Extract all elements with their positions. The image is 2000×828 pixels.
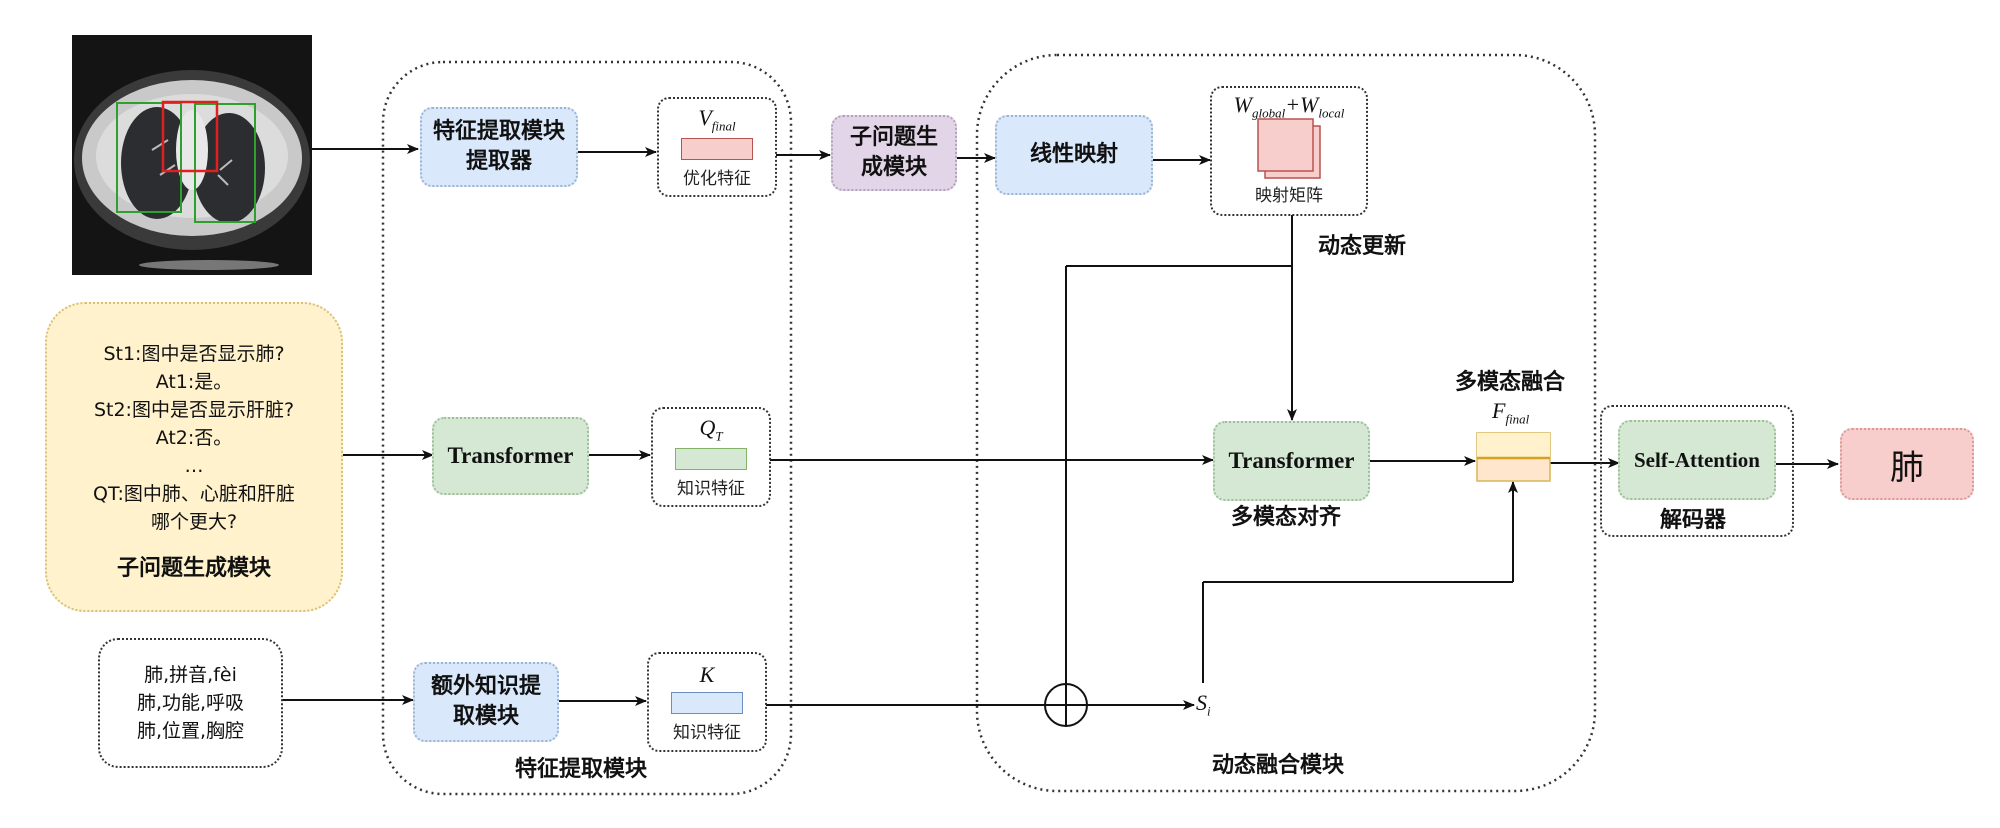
dynamic-fusion-container: [975, 53, 1597, 793]
extractor-label-1: 特征提取模块: [432, 119, 565, 144]
feature-extraction-container: [381, 60, 793, 796]
qa-line: St1:图中是否显示肺?: [103, 343, 285, 365]
transformer-fusion-node: Transformer: [1213, 421, 1370, 501]
multimodal-alignment-label: 多模态对齐: [1231, 505, 1342, 530]
self-attention-node: Self-Attention: [1618, 420, 1776, 500]
matrix-front-square: [1257, 118, 1314, 172]
decoder-container: [1600, 405, 1794, 537]
k-feature-box: K 知识特征: [647, 652, 767, 752]
linear-mapping-node: 线性映射: [995, 115, 1153, 195]
knowledge-line: 肺,位置,胸腔: [136, 720, 245, 742]
decoder-title: 解码器: [1660, 508, 1727, 533]
fusion-module-title: 动态融合模块: [1212, 753, 1345, 778]
mapping-matrix-box: Wglobal+Wlocal 映射矩阵: [1210, 86, 1368, 216]
qa-line: …: [184, 455, 204, 477]
subquestion-generation-node: 子问题生 成模块: [831, 115, 957, 191]
matrix-caption: 映射矩阵: [1255, 186, 1323, 206]
extractor-label-2: 提取器: [465, 149, 532, 174]
ffinal-symbol: Ffinal: [1492, 398, 1530, 427]
qa-line: At2:否。: [155, 427, 233, 449]
subquestion-generation-box: St1:图中是否显示肺? At1:是。 St2:图中是否显示肝脏? At2:否。…: [45, 302, 343, 612]
subquestion-box-title: 子问题生成模块: [116, 556, 271, 581]
feature-module-title: 特征提取模块: [515, 757, 648, 782]
dynamic-update-label: 动态更新: [1318, 234, 1407, 259]
knowledge-triples-box: 肺,拼音,fèi 肺,功能,呼吸 肺,位置,胸腔: [98, 638, 283, 768]
vfinal-feature-bar: [681, 138, 753, 161]
qt-symbol: QT: [699, 414, 723, 444]
linear-map-label: 线性映射: [1029, 142, 1118, 167]
qa-line: 哪个更大?: [150, 511, 238, 533]
qa-line: QT:图中肺、心脏和肝脏: [93, 483, 295, 505]
qt-caption: 知识特征: [677, 479, 745, 500]
qt-feature-box: QT 知识特征: [651, 407, 771, 507]
knowledge-line: 肺,功能,呼吸: [136, 692, 245, 714]
multimodal-fusion-title: 多模态融合: [1455, 370, 1566, 395]
k-caption: 知识特征: [673, 722, 741, 743]
knowledge-line: 肺,拼音,fèi: [144, 664, 237, 686]
subq-label-1: 子问题生: [849, 125, 938, 150]
transformer-encoder-node: Transformer: [432, 417, 589, 495]
subq-label-2: 成模块: [860, 155, 927, 180]
si-symbol: Si: [1196, 690, 1211, 719]
k-feature-bar: [671, 691, 743, 714]
qa-line: At1:是。: [155, 371, 233, 393]
vfinal-caption: 优化特征: [683, 169, 751, 190]
qa-line: St2:图中是否显示肝脏?: [93, 399, 295, 421]
matrix-symbol: Wglobal+Wlocal: [1233, 92, 1345, 121]
output-answer-text: 肺: [1890, 447, 1924, 488]
vfinal-feature-box: Vfinal 优化特征: [657, 97, 777, 197]
extra-knowledge-node: 额外知识提 取模块: [413, 662, 559, 742]
k-symbol: K: [699, 661, 715, 687]
output-answer-node: 肺: [1840, 428, 1974, 500]
self-attention-label: Self-Attention: [1634, 447, 1760, 472]
lung-ct-image: [72, 35, 312, 275]
transformer-fusion-label: Transformer: [1228, 448, 1355, 473]
transformer-label: Transformer: [447, 443, 574, 468]
vfinal-symbol: Vfinal: [698, 104, 736, 134]
extra-knowledge-label-1: 额外知识提: [430, 674, 541, 699]
feature-extractor-node: 特征提取模块 提取器: [420, 107, 578, 187]
extra-knowledge-label-2: 取模块: [452, 704, 519, 729]
qt-feature-bar: [675, 448, 747, 471]
